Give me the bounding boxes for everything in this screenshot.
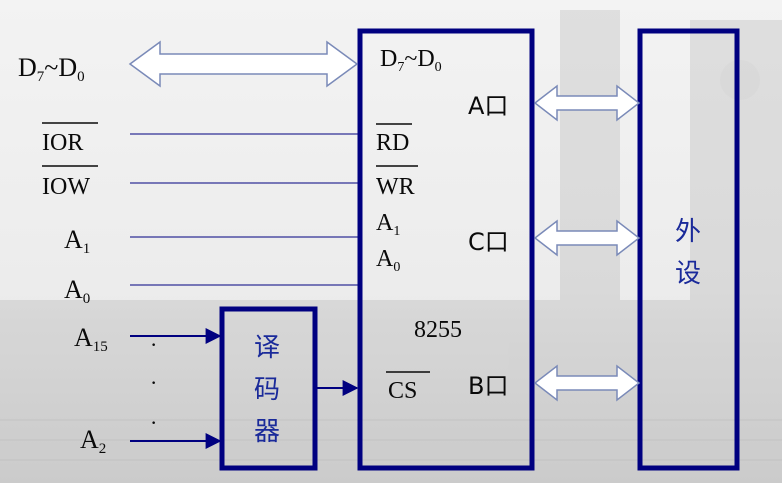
decoder-box <box>219 306 318 471</box>
a15-label: A15 <box>74 323 108 355</box>
left-a1-label: A1 <box>64 225 90 257</box>
chip-a1-label: A1 <box>376 210 400 239</box>
peripheral-char-1: 外 <box>675 217 701 247</box>
chip-8255-box <box>357 28 535 471</box>
port-b-arrow <box>533 364 641 402</box>
ior-label: IOR <box>42 130 83 156</box>
ellipsis-dot-2: · <box>150 370 157 395</box>
peripheral-char-2: 设 <box>675 259 701 289</box>
left-data-bus-label: D7~D0 <box>18 53 85 85</box>
chip-cs-label: CS <box>388 378 417 404</box>
port-c-arrow <box>533 219 641 257</box>
chip-a0-label: A0 <box>376 246 400 275</box>
chip-name-label: 8255 <box>414 317 462 343</box>
port-a-arrow <box>533 84 641 122</box>
decoder-char-1: 译 <box>254 333 280 363</box>
port-b-label: B口 <box>468 372 508 400</box>
peripheral-box <box>637 28 740 471</box>
iow-label: IOW <box>42 174 90 200</box>
chip-rd-label: RD <box>376 130 409 156</box>
port-c-label: C口 <box>468 228 509 256</box>
chip-wr-label: WR <box>376 174 415 200</box>
port-a-label: A口 <box>468 92 508 120</box>
decoder-char-2: 码 <box>254 375 280 405</box>
decoder-char-3: 器 <box>254 417 280 447</box>
left-a0-label: A0 <box>64 275 90 307</box>
a2-label: A2 <box>80 425 106 457</box>
ellipsis-dot-3: · <box>150 410 157 435</box>
ellipsis-dot-1: · <box>150 332 157 357</box>
data-bus-arrow <box>128 40 359 88</box>
chip-data-bus-label: D7~D0 <box>380 46 442 75</box>
